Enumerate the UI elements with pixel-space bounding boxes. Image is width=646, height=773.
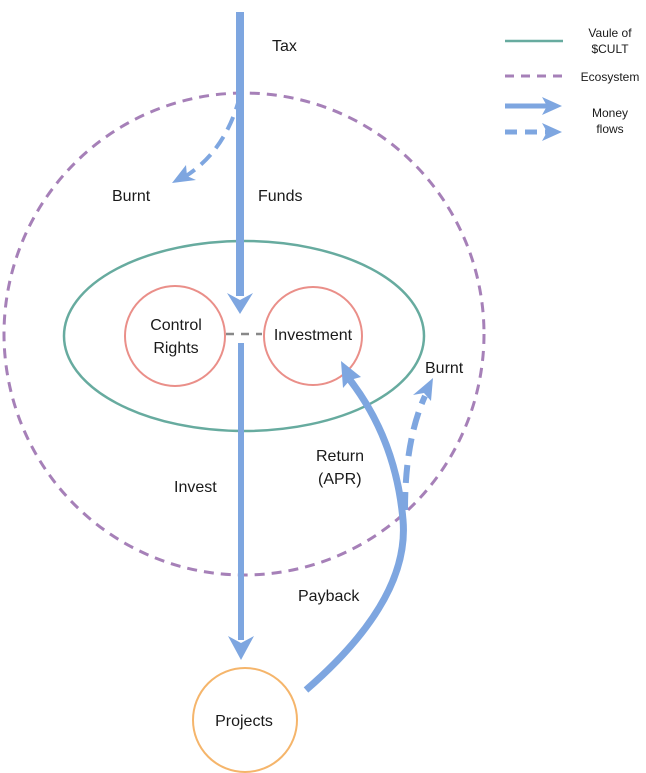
- projects-node: [192, 667, 298, 773]
- burnt-right-label: Burnt: [425, 360, 464, 377]
- investment-node: [263, 286, 363, 386]
- invest-flow-arrowhead: [228, 636, 254, 660]
- legend-money-label-1: Money: [592, 106, 628, 120]
- legend-value-label-2: $CULT: [591, 42, 629, 56]
- return-flow-arrowhead: [341, 361, 361, 388]
- return-label-2: (APR): [318, 471, 362, 488]
- control-rights-label-1: Control: [150, 317, 202, 334]
- legend-money-solid-arrowhead: [542, 97, 562, 115]
- legend-money-dashed-arrowhead: [542, 123, 562, 141]
- return-label-1: Return: [316, 448, 364, 465]
- burnt-top-flow: [184, 95, 242, 178]
- burnt-top-arrowhead: [172, 165, 196, 183]
- legend-ecosystem-label: Ecosystem: [581, 70, 640, 84]
- legend-value-label-1: Vaule of: [588, 26, 632, 40]
- burnt-top-label: Burnt: [112, 188, 151, 205]
- control-rights-node: [124, 285, 226, 387]
- investment-label: Investment: [274, 327, 353, 344]
- payback-label: Payback: [298, 588, 360, 605]
- control-rights-label-2: Rights: [153, 340, 198, 357]
- return-flow: [303, 377, 407, 693]
- burnt-right-flow: [402, 394, 428, 511]
- legend: Vaule of $CULT Ecosystem Money flows: [505, 26, 639, 141]
- burnt-right-arrowhead: [413, 378, 433, 401]
- legend-money-label-2: flows: [596, 122, 623, 136]
- invest-label: Invest: [174, 479, 217, 496]
- funds-label: Funds: [258, 188, 302, 205]
- projects-label: Projects: [215, 713, 273, 730]
- funds-flow-arrowhead: [227, 293, 253, 314]
- tax-label: Tax: [272, 38, 297, 55]
